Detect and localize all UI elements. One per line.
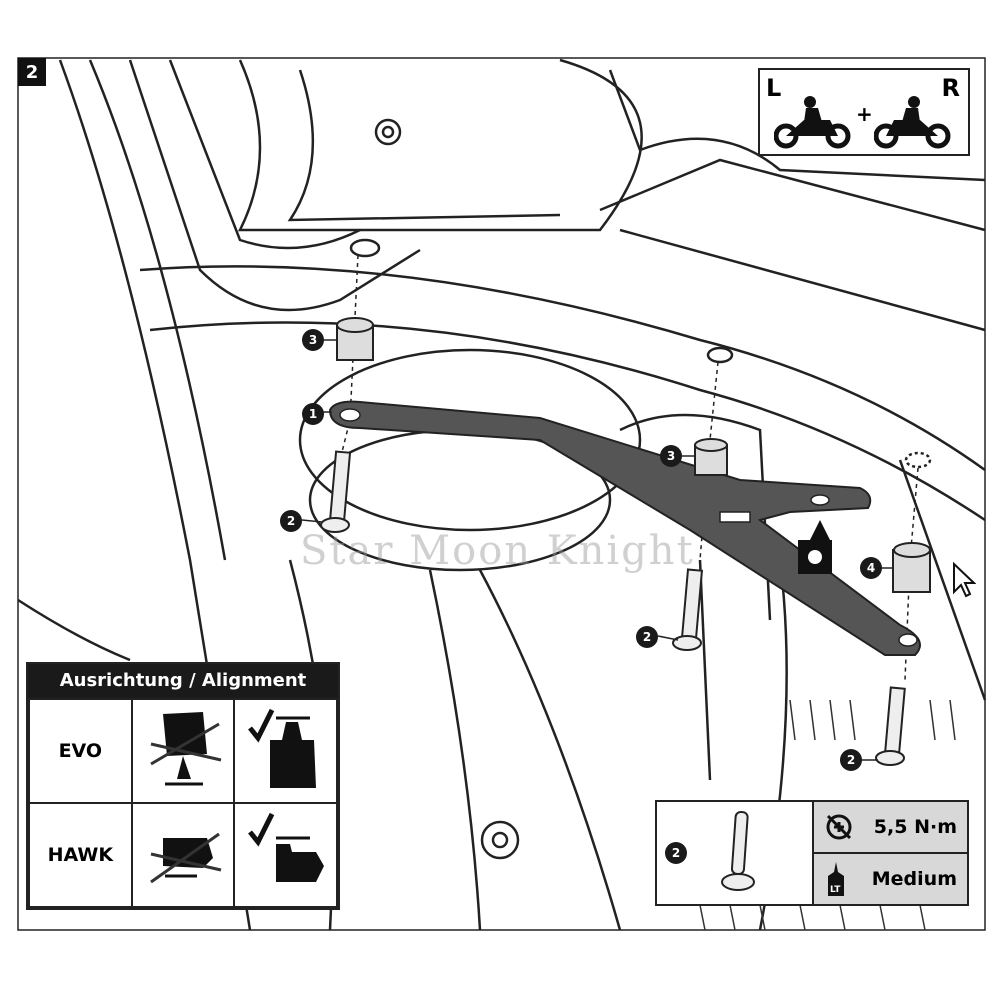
lt-label: LT (830, 885, 841, 895)
motorcycle-body-lines (17, 57, 987, 931)
callout-3: 3 (302, 329, 324, 351)
callout-3: 3 (660, 445, 682, 467)
spacers (336, 317, 931, 593)
callout-4: 4 (860, 557, 882, 579)
hatching (699, 699, 956, 931)
checkmark-mount-icon (233, 802, 338, 908)
threadlocker-row: LT Medium (814, 852, 967, 904)
torque-value: 5,5 N·m (873, 816, 957, 838)
crossed-out-mount-icon (130, 802, 236, 908)
bolt-icon (721, 810, 755, 891)
threadlocker-value: Medium (871, 868, 957, 890)
callout-1: 1 (302, 403, 324, 425)
side-indicator: L + R (758, 68, 970, 156)
watermark: Star Moon Knight (300, 528, 695, 574)
mouse-cursor-icon (953, 562, 976, 598)
motorcycle-rider-icon (874, 96, 951, 149)
table-row: HAWK (28, 802, 338, 908)
callout-2: 2 (840, 749, 862, 771)
torque-spec-box: 2 5,5 N·m LT Medium (655, 800, 969, 906)
left-label: L (766, 74, 782, 102)
motorcycle-rider-icon (774, 96, 851, 149)
row-label: EVO (28, 698, 133, 804)
right-label: R (941, 74, 960, 102)
bolt-illustration: 2 (657, 802, 814, 904)
bracket-holes (339, 408, 918, 647)
part-number-badge: 2 (665, 842, 687, 864)
lt-bottle-icon: LT (828, 862, 844, 896)
callout-2: 2 (280, 510, 302, 532)
checkmark-mount-icon (233, 698, 338, 804)
bolts (320, 450, 906, 766)
mounting-bracket (328, 400, 921, 656)
torque-wrench-icon (826, 814, 852, 840)
callout-2: 2 (636, 626, 658, 648)
alignment-title: Ausrichtung / Alignment (28, 664, 338, 698)
torque-row: 5,5 N·m (814, 802, 967, 852)
crossed-out-mount-icon (130, 698, 236, 804)
alignment-table: Ausrichtung / Alignment EVO HAWK (26, 662, 340, 910)
threadlocker-marker-icon (798, 520, 832, 574)
assembly-guide-lines (339, 254, 919, 681)
step-number: 2 (18, 58, 46, 86)
plus-sign: + (856, 102, 873, 126)
table-row: EVO (28, 698, 338, 804)
row-label: HAWK (28, 802, 133, 908)
